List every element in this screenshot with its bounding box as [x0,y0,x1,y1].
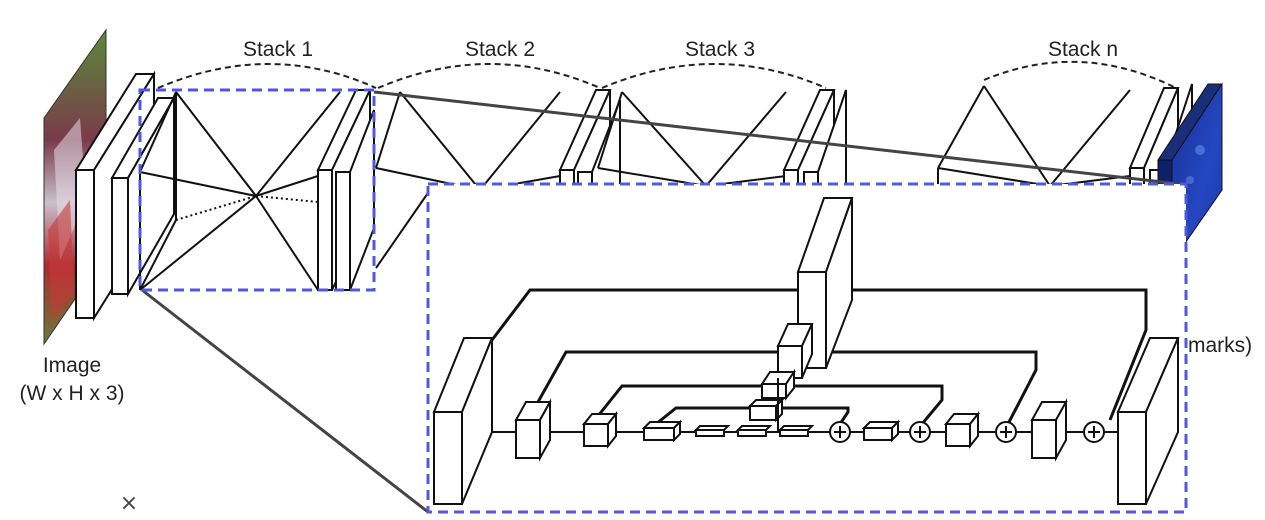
stack-n-hourglass [937,85,1131,187]
stack-1-output-blocks [316,89,375,291]
stack-2-output-blocks [558,89,621,187]
stack-3-hourglass [597,91,787,187]
output-label-partial: marks) [1188,334,1252,357]
stack-3-output-blocks [782,89,847,187]
stack-arcs [157,60,1177,89]
stack-n-label: Stack n [1048,38,1118,61]
input-label-line1: Image [43,354,101,377]
stack-3-label: Stack 3 [685,38,755,61]
stack-1-label: Stack 1 [243,38,313,61]
stack-2-label: Stack 2 [465,38,535,61]
detail-big-blocks [432,337,1180,505]
skip-connections [490,288,1148,426]
stack-1-highlight-box [138,88,376,292]
stack-1-hourglass [139,91,341,291]
detail-small-blocks [514,398,1068,462]
input-label-line2: (W x H x 3) [20,382,125,405]
center-bottleneck-blocks [747,197,854,423]
zoom-connectors [141,90,1181,514]
close-icon[interactable]: × [119,491,139,516]
